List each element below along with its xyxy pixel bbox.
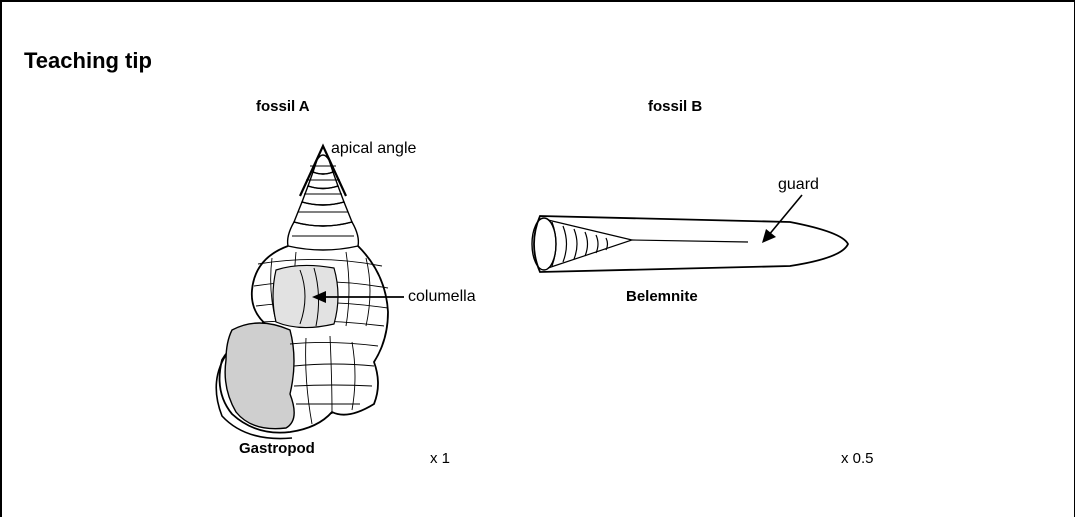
columella-label: columella: [408, 288, 476, 306]
belemnite-drawing: [532, 195, 848, 272]
fossil-b-title: fossil B: [648, 98, 702, 115]
fossil-b-scale: x 0.5: [841, 450, 874, 467]
belemnite-label: Belemnite: [626, 288, 698, 305]
guard-arrow: [768, 195, 802, 236]
gastropod-label: Gastropod: [239, 440, 315, 457]
guard-arrowhead: [762, 229, 776, 243]
fossil-a-scale: x 1: [430, 450, 450, 467]
gastropod-drawing: [216, 146, 404, 439]
apical-angle-label: apical angle: [331, 140, 416, 158]
fossil-a-title: fossil A: [256, 98, 310, 115]
guard-label: guard: [778, 176, 819, 194]
